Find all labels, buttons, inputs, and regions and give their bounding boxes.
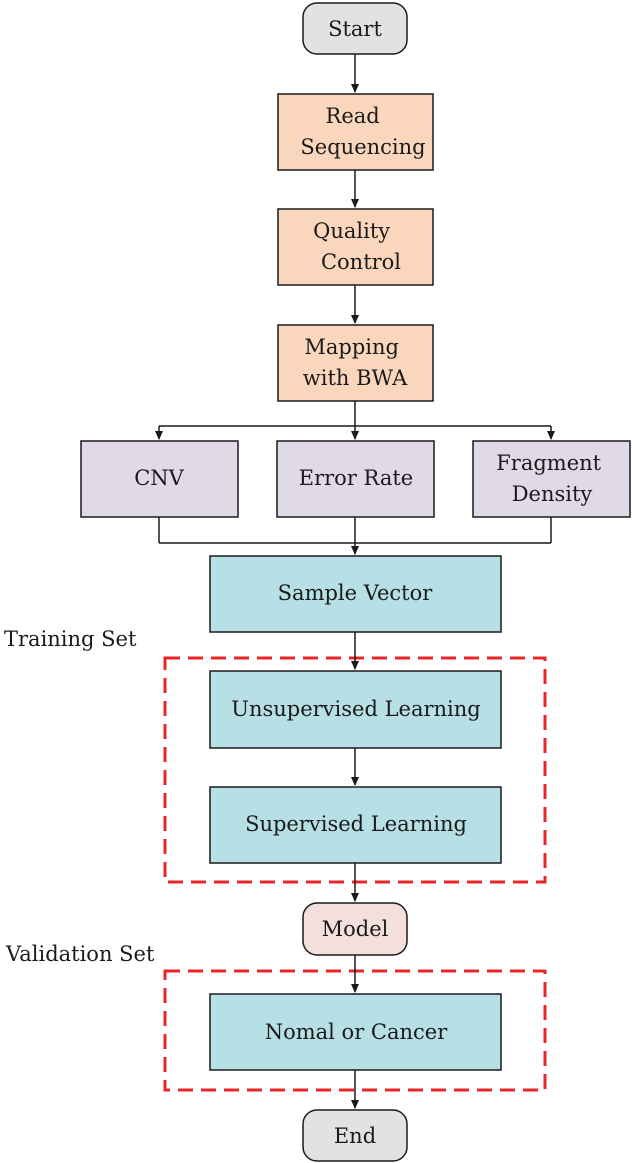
normal-or-cancer-label: Nomal or Cancer: [265, 1020, 449, 1044]
read-sequencing-line-2: Sequencing: [300, 135, 425, 159]
sample-vector-label: Sample Vector: [278, 581, 434, 605]
cnv-label: CNV: [134, 466, 184, 490]
quality-control-line-2: Control: [321, 250, 401, 274]
mapping-bwa-label: Mapping with BWA: [303, 335, 408, 390]
mapping-bwa-line-2: with BWA: [303, 366, 408, 390]
training-set-label: Training Set: [4, 627, 137, 651]
read-sequencing-box: [277, 93, 434, 171]
unsupervised-learning-node: Unsupervised Learning: [209, 670, 502, 749]
model-label: Model: [322, 917, 389, 941]
fragment-density-box: [472, 440, 631, 518]
end-label: End: [334, 1124, 376, 1148]
quality-control-line-1: Quality: [313, 219, 390, 243]
unsupervised-learning-box: [209, 670, 502, 749]
sample-vector-node: Sample Vector: [209, 555, 502, 633]
supervised-learning-box: [209, 786, 502, 864]
fragment-density-node: Fragment Density: [472, 440, 631, 518]
connectors: [155, 54, 555, 1109]
quality-control-box: [277, 208, 434, 286]
error-rate-box: [276, 440, 435, 518]
model-box: [302, 902, 408, 956]
fragment-density-line-1: Fragment: [496, 451, 601, 475]
mapping-bwa-line-1: Mapping: [304, 335, 399, 359]
supervised-learning-node: Supervised Learning: [209, 786, 502, 864]
start-node: Start: [302, 2, 408, 55]
cnv-box: [80, 440, 239, 518]
read-sequencing-label: Read Sequencing: [300, 104, 425, 159]
unsupervised-learning-label: Unsupervised Learning: [231, 697, 480, 721]
end-node: End: [302, 1109, 408, 1162]
cnv-node: CNV: [80, 440, 239, 518]
end-box: [302, 1109, 408, 1162]
normal-or-cancer-box: [209, 993, 502, 1071]
error-rate-node: Error Rate: [276, 440, 435, 518]
start-box: [302, 2, 408, 55]
fragment-density-line-2: Density: [512, 482, 593, 506]
read-sequencing-node: Read Sequencing: [277, 93, 434, 171]
mapping-bwa-box: [277, 324, 434, 402]
model-node: Model: [302, 902, 408, 956]
error-rate-label: Error Rate: [299, 466, 413, 490]
mapping-bwa-node: Mapping with BWA: [277, 324, 434, 402]
supervised-learning-label: Supervised Learning: [245, 812, 467, 836]
quality-control-node: Quality Control: [277, 208, 434, 286]
validation-set-label: Validation Set: [5, 942, 155, 966]
fragment-density-label: Fragment Density: [496, 451, 608, 506]
quality-control-label: Quality Control: [313, 219, 401, 274]
normal-or-cancer-node: Nomal or Cancer: [209, 993, 502, 1071]
start-label: Start: [328, 17, 382, 41]
sample-vector-box: [209, 555, 502, 633]
read-sequencing-line-1: Read: [326, 104, 380, 128]
